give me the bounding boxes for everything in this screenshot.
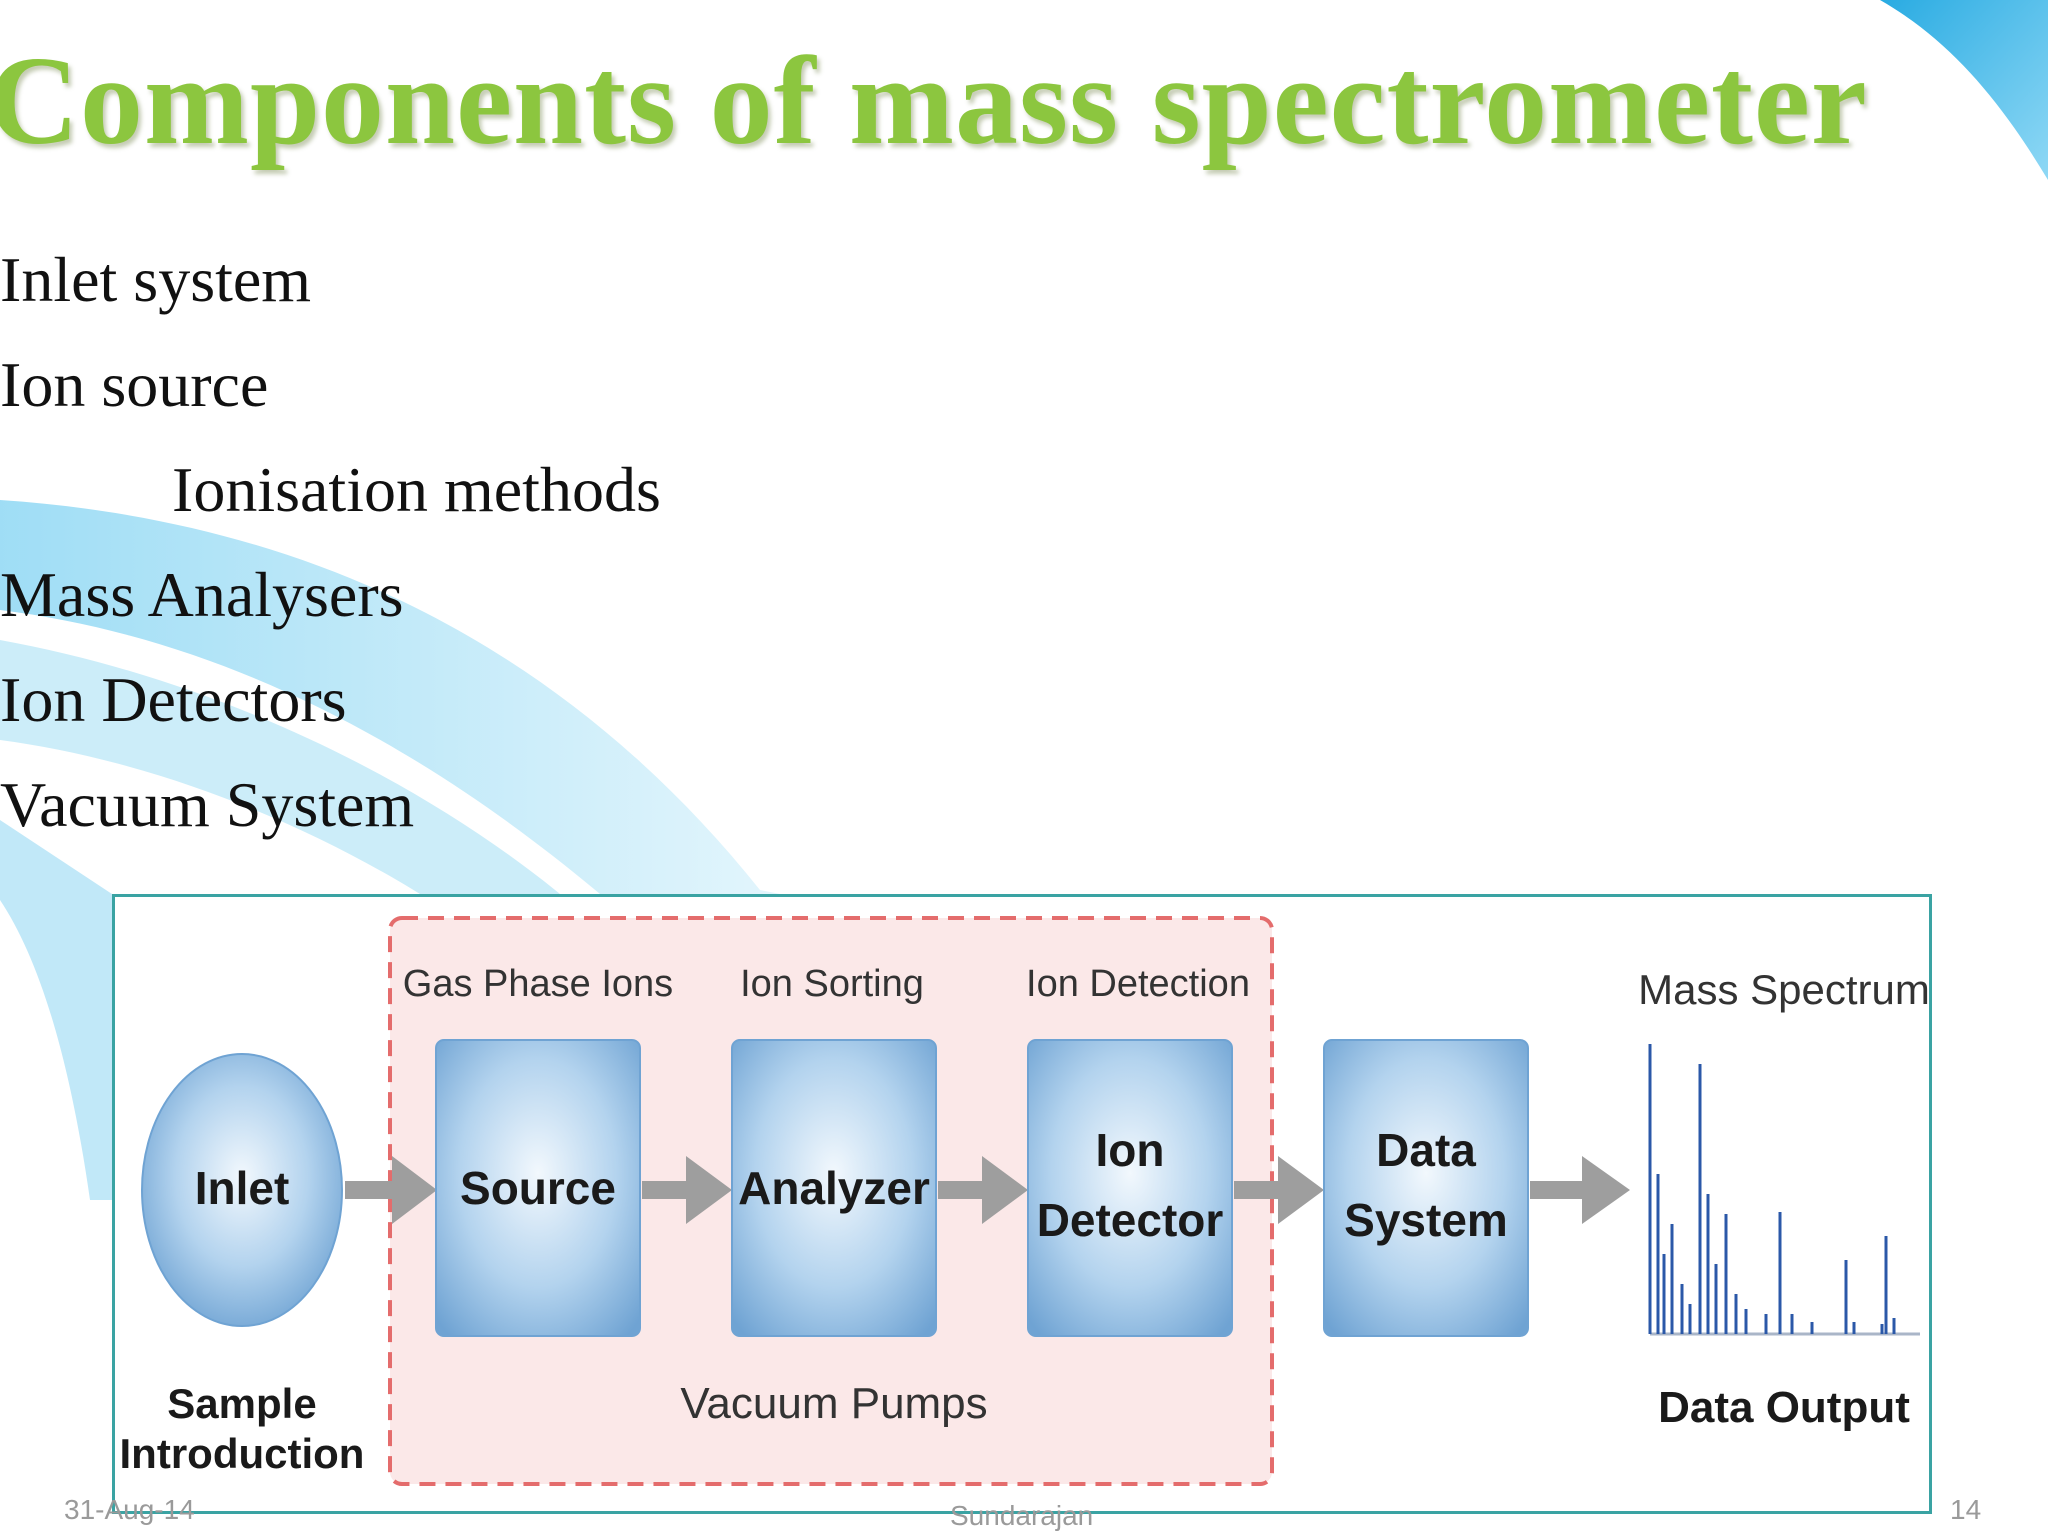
sample-label-line2: Introduction <box>120 1430 365 1477</box>
arrow-icon <box>1530 1156 1630 1224</box>
source-label: Source <box>460 1162 616 1214</box>
gas-phase-ions-label: Gas Phase Ions <box>403 963 673 1005</box>
analyzer-node <box>731 1039 937 1337</box>
ion-detector-node <box>1027 1039 1233 1337</box>
mass-spectrum-graphic <box>1648 1044 1920 1336</box>
footer-date: 31-Aug-14 <box>64 1494 195 1525</box>
arrow-icon <box>938 1156 1028 1224</box>
analyzer-label: Analyzer <box>738 1162 930 1214</box>
bullet-item: Inlet system <box>0 244 312 315</box>
mass-spectrometer-diagram: Gas Phase Ions Ion Sorting Ion Detection… <box>120 916 1930 1486</box>
flow-arrows <box>345 1156 1630 1224</box>
source-node <box>435 1039 641 1337</box>
sample-label-line1: Sample <box>167 1380 316 1427</box>
inlet-label: Inlet <box>195 1162 290 1214</box>
ion-sorting-label: Ion Sorting <box>740 963 924 1005</box>
bullet-item: Ion source <box>0 349 269 420</box>
data-system-label-line1: Data <box>1376 1124 1476 1176</box>
ion-detector-label-line1: Ion <box>1096 1124 1165 1176</box>
slide-title: Components of mass spectrometer <box>0 32 1868 171</box>
ion-detection-label: Ion Detection <box>1026 963 1250 1005</box>
data-system-node <box>1323 1039 1529 1337</box>
vacuum-pumps-label: Vacuum Pumps <box>680 1379 987 1428</box>
bullet-item: Mass Analysers <box>0 559 404 630</box>
data-system-label-line2: System <box>1344 1194 1508 1246</box>
bullet-item: Ion Detectors <box>0 664 347 735</box>
bullet-list: Inlet system Ion source Ionisation metho… <box>0 235 661 865</box>
sub-bullet-item: Ionisation methods <box>172 454 661 525</box>
footer-author: Sundarajan <box>950 1500 1094 1531</box>
data-output-label: Data Output <box>1658 1383 1910 1432</box>
footer-page-number: 14 <box>1950 1494 1982 1525</box>
arrow-icon <box>642 1156 732 1224</box>
mass-spectrum-label: Mass Spectrum <box>1638 966 1930 1013</box>
bullet-item: Vacuum System <box>0 769 415 840</box>
ion-detector-label-line2: Detector <box>1037 1194 1224 1246</box>
arrow-icon <box>345 1156 437 1224</box>
inlet-node <box>141 1053 343 1327</box>
arrow-icon <box>1234 1156 1324 1224</box>
